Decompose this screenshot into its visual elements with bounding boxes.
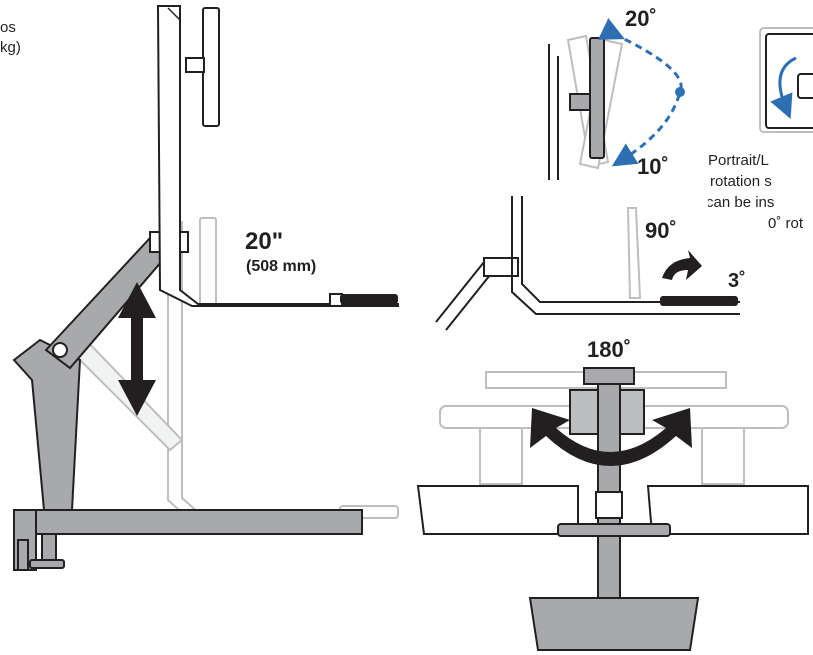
- side-view-illustration: [12, 5, 399, 571]
- side-caption-line-2: kg): [0, 39, 21, 56]
- monitor: [185, 7, 220, 127]
- rotation-caption-line-1: Portrait/L: [708, 152, 769, 169]
- rotation-caption-line-3: can be ins: [708, 194, 775, 211]
- rotation-caption: Portrait/L rotation s can be ins 0˚ rot: [708, 150, 813, 234]
- rotation-illustration: [759, 27, 813, 133]
- lift-range-metric-label: (508 mm): [246, 258, 317, 275]
- keyboard-tilt-arrow: [662, 250, 702, 280]
- side-caption: os kg): [0, 18, 30, 58]
- arm-pivot-lower: [52, 342, 68, 358]
- tilt-up-label: 20˚: [625, 6, 657, 31]
- swivel-label: 180˚: [587, 337, 632, 362]
- swivel-illustration: [416, 367, 809, 651]
- rotation-caption-line-4: 0˚ rot: [768, 215, 804, 232]
- upright-column: [156, 5, 399, 307]
- swivel-arrow: [530, 408, 692, 466]
- lift-range-label: 20": [245, 228, 284, 255]
- base-column: [12, 338, 82, 511]
- ghost-lowered-position: [68, 217, 399, 521]
- side-caption-line-1: os: [0, 19, 16, 36]
- height-adjust-arrow: [118, 282, 156, 416]
- keyboard: [340, 294, 398, 304]
- tilt-down-label: 10˚: [637, 154, 669, 179]
- rotation-caption-line-2: rotation s: [710, 173, 772, 190]
- keyboard-tilt-up-label: 90˚: [645, 218, 677, 243]
- keyboard-tilt-down-label: 3˚: [728, 270, 746, 292]
- tilt-arc: [598, 18, 683, 167]
- clamp-base: [13, 509, 363, 571]
- monitor-tilt-illustration: [548, 18, 685, 180]
- keyboard-tilt-illustration: [435, 196, 740, 331]
